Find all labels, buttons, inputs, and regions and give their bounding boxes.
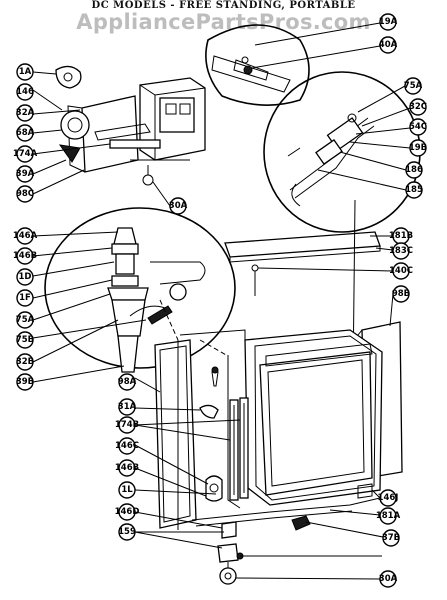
svg-text:181A: 181A: [376, 511, 401, 521]
svg-text:98A: 98A: [118, 377, 137, 387]
svg-text:1L: 1L: [121, 485, 133, 495]
svg-text:98C: 98C: [16, 189, 34, 199]
callout-32c: 32C: [409, 98, 427, 116]
callout-68a: 68A: [16, 124, 35, 142]
svg-text:185: 185: [405, 185, 423, 195]
callout-146j: 146J: [378, 489, 399, 507]
svg-text:159: 159: [118, 527, 136, 537]
callout-185: 185: [405, 181, 423, 199]
inset-valve-detail: [263, 71, 421, 233]
svg-text:174A: 174A: [13, 149, 38, 159]
cabinet-assembly: [134, 199, 403, 585]
svg-text:31A: 31A: [118, 402, 137, 412]
callout-31a: 31A: [118, 398, 137, 416]
motor-assembly: [32, 65, 206, 207]
svg-text:98B: 98B: [392, 289, 410, 299]
svg-text:39A: 39A: [16, 169, 35, 179]
callout-1l: 1L: [118, 481, 136, 499]
callout-54c: 54C: [409, 118, 427, 136]
callout-174b: 174B: [115, 416, 139, 434]
callout-40a: 40A: [379, 36, 398, 54]
svg-text:19B: 19B: [409, 143, 427, 153]
svg-text:146C: 146C: [115, 441, 139, 451]
svg-text:32B: 32B: [16, 357, 34, 367]
svg-text:181B: 181B: [389, 231, 413, 241]
svg-text:75A: 75A: [16, 315, 35, 325]
callout-181b: 181B: [389, 227, 413, 245]
callout-186: 186: [405, 161, 423, 179]
callout-32a: 32A: [16, 104, 35, 122]
svg-text:32C: 32C: [409, 102, 427, 112]
svg-text:32A: 32A: [16, 108, 35, 118]
svg-text:146D: 146D: [115, 507, 140, 517]
callout-98b: 98B: [392, 285, 410, 303]
svg-text:75A: 75A: [404, 81, 423, 91]
callout-19b: 19B: [409, 139, 427, 157]
callout-30a-top: 30A: [169, 197, 188, 215]
svg-text:40A: 40A: [379, 40, 398, 50]
svg-text:1A: 1A: [19, 67, 32, 77]
callout-146b-mid: 146B: [115, 459, 139, 477]
svg-text:37B: 37B: [382, 533, 400, 543]
callout-159: 159: [118, 523, 136, 541]
callout-1d: 1D: [16, 268, 34, 286]
svg-text:54C: 54C: [409, 122, 427, 132]
svg-text:146A: 146A: [13, 231, 38, 241]
callout-75b: 75B: [16, 331, 34, 349]
svg-text:183C: 183C: [389, 246, 413, 256]
svg-text:146B: 146B: [115, 463, 139, 473]
callout-146b-left: 146B: [13, 247, 37, 265]
callout-30a-bottom: 30A: [379, 570, 398, 588]
callout-32b: 32B: [16, 353, 34, 371]
callout-146: 146: [16, 83, 34, 101]
callout-98a-label: 98A: [118, 373, 137, 391]
svg-text:1F: 1F: [19, 293, 31, 303]
page-title: DC MODELS - FREE STANDING, PORTABLE: [91, 0, 356, 11]
callout-146a: 146A: [13, 227, 38, 245]
callout-140c: 140C: [389, 262, 413, 280]
svg-text:140C: 140C: [389, 266, 413, 276]
callout-39b: 39B: [16, 373, 34, 391]
svg-text:68A: 68A: [16, 128, 35, 138]
callout-181a: 181A: [376, 507, 401, 525]
callout-39a: 39A: [16, 165, 35, 183]
svg-text:146B: 146B: [13, 251, 37, 261]
svg-text:19A: 19A: [379, 17, 398, 27]
callout-146c: 146C: [115, 437, 139, 455]
svg-text:39B: 39B: [16, 377, 34, 387]
callout-98c: 98C: [16, 185, 34, 203]
svg-text:186: 186: [405, 165, 423, 175]
callout-19a: 19A: [379, 13, 398, 31]
inset-latch-detail: [205, 22, 381, 106]
svg-text:30A: 30A: [379, 574, 398, 584]
callout-1a: 1A: [16, 63, 34, 81]
svg-text:146: 146: [16, 87, 34, 97]
callout-75a-left: 75A: [16, 311, 35, 329]
callout-183c: 183C: [389, 242, 413, 260]
svg-text:30A: 30A: [169, 201, 188, 211]
inset-drain-detail: [32, 207, 236, 383]
svg-text:174B: 174B: [115, 420, 139, 430]
svg-text:146J: 146J: [378, 493, 399, 503]
callout-1f: 1F: [16, 289, 34, 307]
svg-text:75B: 75B: [16, 335, 34, 345]
callout-75a: 75A: [404, 77, 423, 95]
watermark: AppliancePartsPros.com: [76, 10, 371, 34]
callout-37b: 37B: [382, 529, 400, 547]
callout-174a: 174A: [13, 145, 38, 163]
svg-text:1D: 1D: [19, 272, 32, 282]
callout-146d: 146D: [115, 503, 140, 521]
